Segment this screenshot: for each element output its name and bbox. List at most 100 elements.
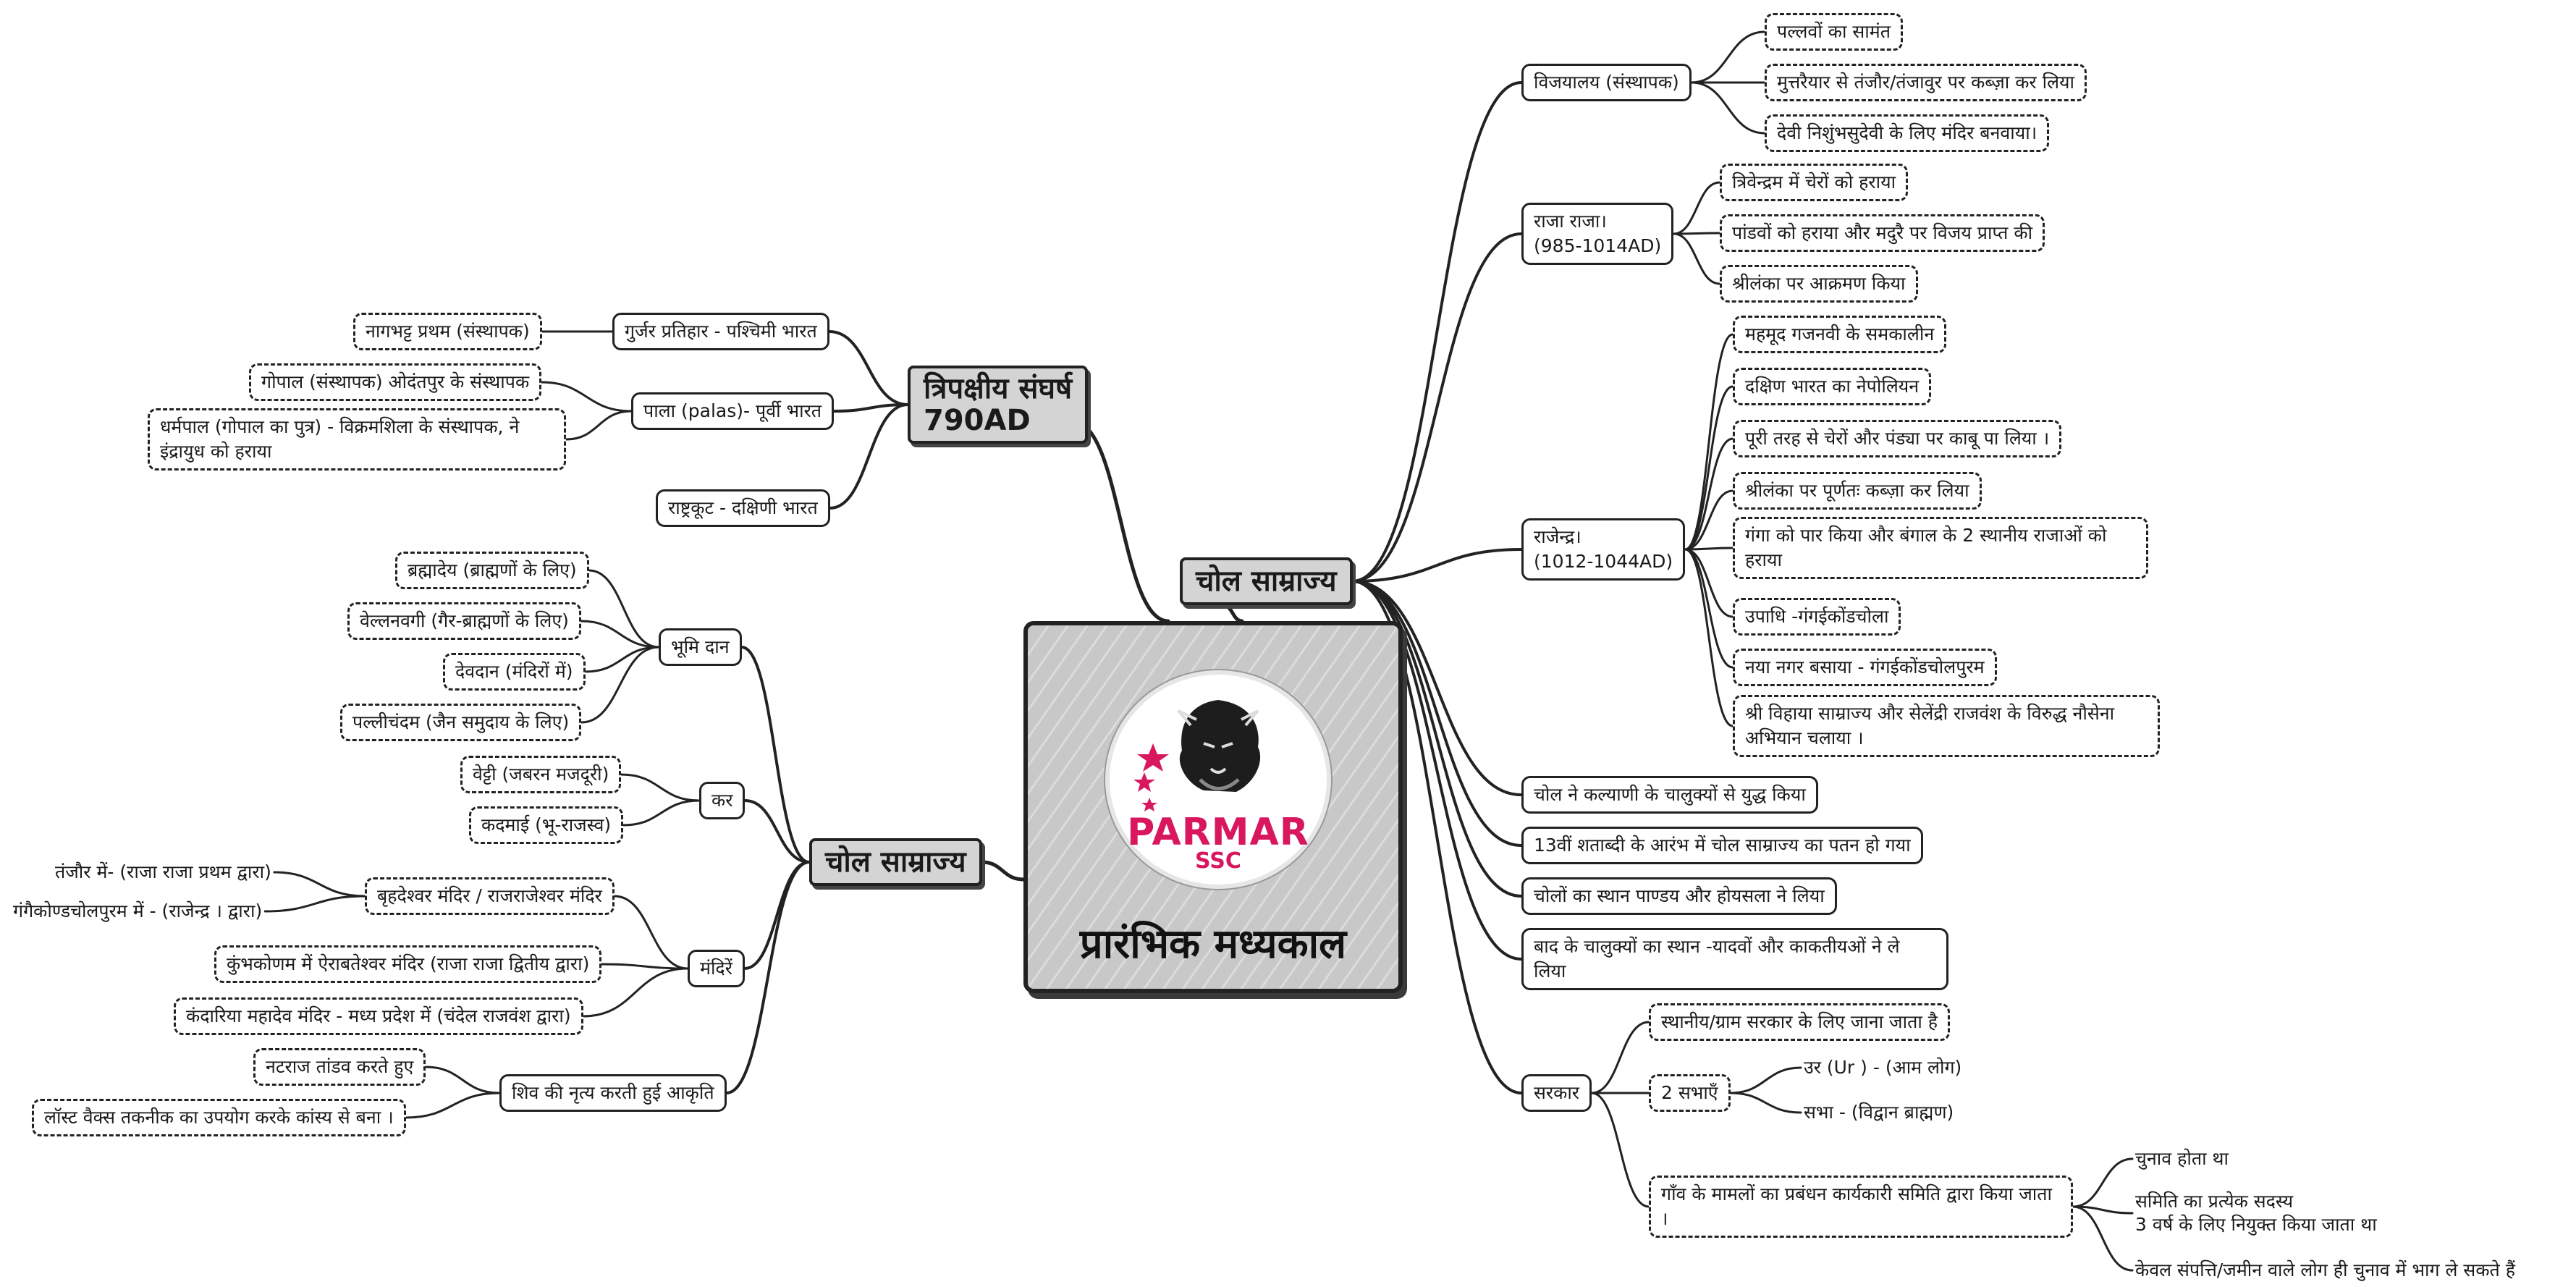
nataraja-node[interactable]: शिव की नृत्य करती हुई आकृति bbox=[499, 1074, 727, 1112]
vijayalaya-item[interactable]: मुत्तरैयार से तंजौर/तंजावुर पर कब्ज़ा कर… bbox=[1765, 64, 2087, 101]
connector-line bbox=[740, 646, 811, 864]
land-grant-item[interactable]: वेल्लनवगी (गैर-ब्राह्मणों के लिए) bbox=[347, 602, 581, 640]
village-committee-node[interactable]: गाँव के मामलों का प्रबंधन कार्यकारी समित… bbox=[1649, 1176, 2073, 1238]
pala-item[interactable]: धर्मपाल (गोपाल का पुत्र) - विक्रमशिला के… bbox=[148, 408, 566, 471]
connector-line bbox=[1071, 420, 1170, 623]
connector-line bbox=[1690, 30, 1766, 84]
rajendra-item[interactable]: पूरी तरह से चेरों और पंड्या पर काबू पा ल… bbox=[1733, 420, 2062, 457]
connector-line bbox=[565, 410, 633, 441]
temple-item[interactable]: कंदारिया महादेव मंदिर - मध्य प्रदेश में … bbox=[174, 997, 583, 1035]
connector-line bbox=[2072, 1157, 2134, 1208]
connector-line bbox=[405, 1092, 501, 1119]
pala-node[interactable]: पाला (palas)- पूर्वी भारत bbox=[631, 392, 835, 430]
chola-empire-left-topic[interactable]: चोल साम्राज्य bbox=[809, 838, 982, 886]
connector-line bbox=[2072, 1205, 2134, 1215]
rajendra-item[interactable]: श्री विहाया साम्राज्य और सेलेंद्री राजवं… bbox=[1733, 695, 2160, 757]
connector-line bbox=[540, 381, 633, 413]
connector-line bbox=[743, 799, 811, 864]
gurjar-pratihar-node[interactable]: गुर्जर प्रतिहार - पश्चिमी भारत bbox=[612, 313, 829, 350]
tripartite-struggle-topic[interactable]: त्रिपक्षीय संघर्ष 790AD bbox=[908, 366, 1089, 444]
connector-line bbox=[584, 646, 660, 673]
connector-line bbox=[1684, 333, 1734, 551]
rajendra-node[interactable]: राजेन्द्र। (1012-1044AD) bbox=[1521, 518, 1686, 581]
land-grant-item[interactable]: पल्लीचंदम (जैन समुदाय के लिए) bbox=[340, 704, 582, 741]
government-node[interactable]: सरकार bbox=[1521, 1074, 1592, 1112]
land-grant-item[interactable]: देवदान (मंदिरों में) bbox=[443, 653, 586, 691]
rajaraja-item[interactable]: त्रिवेन्द्रम में चेरों को हराया bbox=[1720, 164, 1909, 201]
temple-item[interactable]: कुंभकोणम में ऐराबतेश्वर मंदिर (राजा राजा… bbox=[214, 945, 602, 983]
land-grant-node[interactable]: भूमि दान bbox=[659, 628, 742, 666]
rajendra-name: राजेन्द्र। bbox=[1534, 526, 1582, 547]
rajendra-item[interactable]: नया नगर बसाया - गंगईकोंडचोलपुरम bbox=[1733, 649, 1997, 686]
tax-node[interactable]: कर bbox=[699, 782, 746, 819]
connector-line bbox=[1590, 1021, 1650, 1094]
connector-line bbox=[1351, 232, 1523, 583]
rajendra-item[interactable]: महमूद गजनवी के समकालीन bbox=[1733, 316, 1947, 353]
connector-line bbox=[1672, 232, 1721, 285]
connector-line bbox=[2072, 1205, 2134, 1272]
connector-line bbox=[1351, 548, 1523, 583]
rajendra-years: (1012-1044AD) bbox=[1534, 551, 1673, 572]
connector-line bbox=[1729, 1066, 1802, 1094]
pala-item[interactable]: गोपाल (संस्थापक) ओदंतपुर के संस्थापक bbox=[249, 363, 542, 401]
connector-line bbox=[1684, 548, 1734, 618]
brihadeshwar-node[interactable]: बृहदेश्वर मंदिर / राजराजेश्वर मंदिर bbox=[365, 877, 615, 915]
lion-head-icon bbox=[1133, 700, 1261, 811]
rajendra-item[interactable]: उपाधि -गंगईकोंडचोला bbox=[1733, 598, 1901, 636]
assembly-item: उर (Ur ) - (आम लोग) bbox=[1804, 1057, 1962, 1078]
connector-line bbox=[1684, 547, 1734, 551]
nataraja-item[interactable]: नटराज तांडव करते हुए bbox=[253, 1048, 426, 1086]
chola-fact[interactable]: चोल ने कल्याणी के चालुक्यों से युद्ध किय… bbox=[1521, 776, 1818, 814]
tax-item[interactable]: वेट्टी (जबरन मजदूरी) bbox=[460, 756, 622, 793]
connector-line bbox=[1351, 81, 1523, 583]
local-government-item[interactable]: स्थानीय/ग्राम सरकार के लिए जाना जाता है bbox=[1649, 1003, 1951, 1041]
committee-member-text: समिति का प्रत्येक सदस्य bbox=[2135, 1191, 2294, 1212]
connector-line bbox=[424, 1066, 501, 1094]
rajaraja-item[interactable]: श्रीलंका पर आक्रमण किया bbox=[1720, 265, 1918, 303]
rajaraja-years: (985-1014AD) bbox=[1534, 235, 1662, 256]
vijayalaya-node[interactable]: विजयालय (संस्थापक) bbox=[1521, 64, 1692, 101]
gurjar-item[interactable]: नागभट्ट प्रथम (संस्थापक) bbox=[353, 313, 542, 350]
connector-line bbox=[1221, 603, 1244, 623]
connector-line bbox=[1672, 232, 1721, 235]
connector-line bbox=[1590, 1092, 1650, 1208]
parmar-ssc-logo: PARMAR SSC bbox=[1105, 670, 1331, 889]
connector-line bbox=[588, 569, 660, 649]
logo-subtext: SSC bbox=[1195, 848, 1241, 874]
rajendra-item[interactable]: दक्षिण भारत का नेपोलियन bbox=[1733, 368, 1932, 405]
connector-line bbox=[1684, 548, 1734, 669]
nataraja-item[interactable]: लॉस्ट वैक्स तकनीक का उपयोग करके कांस्य स… bbox=[32, 1099, 406, 1136]
tax-item[interactable]: कदमाई (भू-राजस्व) bbox=[469, 806, 624, 844]
rashtrakut-node[interactable]: राष्ट्रकूट - दक्षिणी भारत bbox=[656, 489, 830, 527]
rajendra-item[interactable]: गंगा को पार किया और बंगाल के 2 स्थानीय र… bbox=[1733, 517, 2148, 579]
connector-line bbox=[620, 773, 701, 802]
vijayalaya-item[interactable]: पल्लवों का सामंत bbox=[1765, 13, 1903, 51]
brihadeshwar-item: गंगैकोण्डचोलपुरम में - (राजेन्द्र । द्वा… bbox=[13, 900, 263, 921]
connector-line bbox=[832, 403, 909, 413]
village-committee-item: समिति का प्रत्येक सदस्य 3 वर्ष के लिए नि… bbox=[2132, 1189, 2380, 1238]
chola-fact[interactable]: चोलों का स्थान पाण्डय और होयसला ने लिया bbox=[1521, 877, 1837, 915]
chola-fact[interactable]: 13वीं शताब्दी के आरंभ में चोल साम्राज्य … bbox=[1521, 827, 1923, 864]
connector-line bbox=[580, 620, 660, 649]
rajendra-item[interactable]: श्रीलंका पर पूर्णतः कब्ज़ा कर लिया bbox=[1733, 472, 1982, 510]
village-committee-item: चुनाव होता था bbox=[2135, 1148, 2229, 1169]
temples-node[interactable]: मंदिरें bbox=[688, 950, 745, 987]
connector-line bbox=[622, 799, 701, 827]
land-grant-item[interactable]: ब्रह्मादेय (ब्राह्मणों के लिए) bbox=[395, 552, 589, 589]
tripartite-title: त्रिपक्षीय संघर्ष bbox=[924, 372, 1073, 405]
connector-line bbox=[827, 330, 909, 406]
connector-line bbox=[1729, 1092, 1802, 1114]
chola-fact[interactable]: बाद के चालुक्यों का स्थान -यादवों और काक… bbox=[1521, 928, 1948, 990]
committee-term-text: 3 वर्ष के लिए नियुक्त किया जाता था bbox=[2135, 1214, 2377, 1235]
connector-line bbox=[1672, 181, 1721, 235]
connector-line bbox=[1690, 81, 1766, 135]
two-assemblies-node[interactable]: 2 सभाएँ bbox=[1649, 1074, 1731, 1112]
rajaraja-node[interactable]: राजा राजा। (985-1014AD) bbox=[1521, 203, 1674, 265]
vijayalaya-item[interactable]: देवी निशुंभसुदेवी के लिए मंदिर बनवाया। bbox=[1765, 114, 2050, 152]
connector-line bbox=[263, 895, 366, 913]
connector-line bbox=[828, 403, 909, 510]
rajaraja-item[interactable]: पांडवों को हराया और मदुरै पर विजय प्राप्… bbox=[1720, 214, 2045, 252]
logo-text: PARMAR bbox=[1127, 811, 1309, 854]
connector-line bbox=[600, 963, 689, 970]
chola-empire-right-topic[interactable]: चोल साम्राज्य bbox=[1180, 557, 1353, 605]
